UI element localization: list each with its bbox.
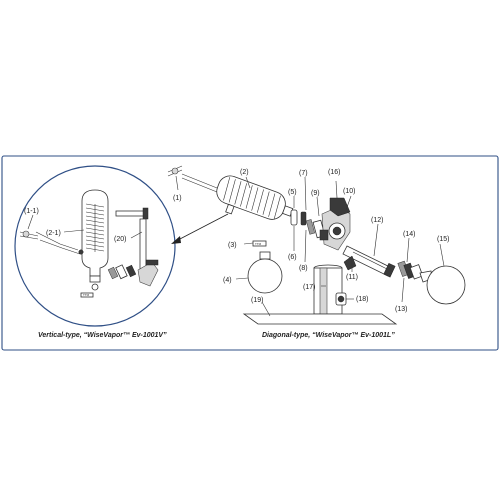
label-17: (17) xyxy=(303,284,315,291)
vapor-tube xyxy=(115,207,149,271)
label-3: (3) xyxy=(228,242,237,249)
label-2: (2) xyxy=(240,169,249,176)
label-1-1: (1-1) xyxy=(24,208,39,215)
label-18: (18) xyxy=(356,296,368,303)
label-6: (6) xyxy=(288,254,297,261)
seal-ring xyxy=(290,209,298,226)
detail-pointer xyxy=(171,213,229,244)
diagonal-condenser xyxy=(216,175,294,220)
label-4: (4) xyxy=(223,277,232,284)
detail-clip-label: TTM xyxy=(83,293,90,297)
label-16: (16) xyxy=(328,169,340,176)
label-14: (14) xyxy=(403,231,415,238)
rotary-head xyxy=(319,197,351,251)
label-12: (12) xyxy=(371,217,383,224)
label-11: (11) xyxy=(346,274,358,281)
vertical-condenser xyxy=(81,189,109,291)
tap-fitting-detail xyxy=(19,230,84,255)
label-15: (15) xyxy=(437,236,449,243)
label-10: (10) xyxy=(343,188,355,195)
nut-ring xyxy=(300,211,307,226)
joint-clamp xyxy=(305,219,316,235)
vertical-type-detail: TTM (1-1) (2-1) (20) xyxy=(14,165,176,327)
evaporating-flask xyxy=(419,265,466,305)
label-9: (9) xyxy=(311,190,320,197)
label-20: (20) xyxy=(114,236,126,243)
label-7: (7) xyxy=(299,170,308,177)
label-1: (1) xyxy=(173,195,182,202)
caption-vertical: Vertical-type, “WiseVapor™ Ev-1001V” xyxy=(38,332,167,339)
flask-adapter xyxy=(409,264,424,280)
label-19: (19) xyxy=(251,297,263,304)
caption-diagonal: Diagonal-type, “WiseVapor™ Ev-1001L” xyxy=(262,332,395,339)
detail-joint-parts xyxy=(107,259,159,287)
main-clip-label: TTM xyxy=(255,242,262,246)
label-5: (5) xyxy=(288,189,297,196)
vapor-duct xyxy=(342,245,396,278)
label-2-1: (2-1) xyxy=(46,230,61,237)
label-8: (8) xyxy=(299,265,308,272)
receiving-flask xyxy=(247,251,283,294)
diagonal-type-assembly: TTM xyxy=(167,165,466,325)
base-plate xyxy=(242,313,398,325)
stand-column xyxy=(313,255,357,315)
detail-clip: TTM xyxy=(80,292,94,298)
joint-clip: TTM xyxy=(252,240,267,247)
label-13: (13) xyxy=(395,306,407,313)
